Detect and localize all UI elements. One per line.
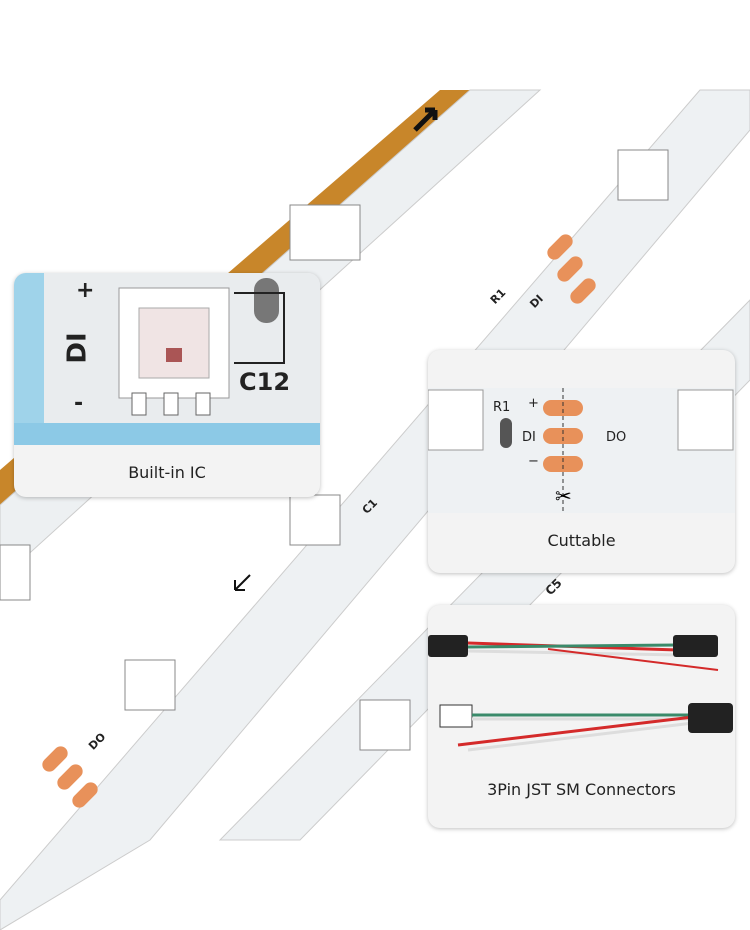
cuttable-card: ✂ R1 DI DO + − Cuttable (428, 350, 735, 573)
led-strip (0, 89, 750, 930)
cut-label-plus: + (528, 396, 539, 411)
connectors-card: 3Pin JST SM Connectors (428, 605, 735, 828)
scissors-icon: ✂ (555, 484, 572, 508)
arrow-icon (234, 574, 251, 591)
arrow-icon (413, 107, 438, 132)
cut-label-di: DI (522, 430, 536, 445)
jst-connectors-photo (428, 635, 733, 752)
built-in-ic-caption: Built-in IC (128, 463, 206, 482)
cut-label-do: DO (606, 430, 627, 445)
cut-point-photo: ✂ (428, 388, 735, 513)
built-in-ic-card: DI C12 + - Built-in IC (14, 273, 320, 497)
connectors-caption: 3Pin JST SM Connectors (487, 780, 676, 799)
cut-label-r1: R1 (493, 400, 511, 415)
cuttable-caption: Cuttable (547, 531, 616, 550)
ic-label-plus: + (76, 278, 95, 303)
led-chips (0, 149, 669, 751)
ic-label-c12: C12 (239, 368, 291, 396)
solder-pads (42, 234, 596, 808)
ic-closeup-photo (14, 273, 320, 445)
ic-label-di: DI (62, 332, 93, 364)
ic-label-minus: - (74, 391, 84, 416)
cut-label-minus: − (528, 454, 539, 469)
